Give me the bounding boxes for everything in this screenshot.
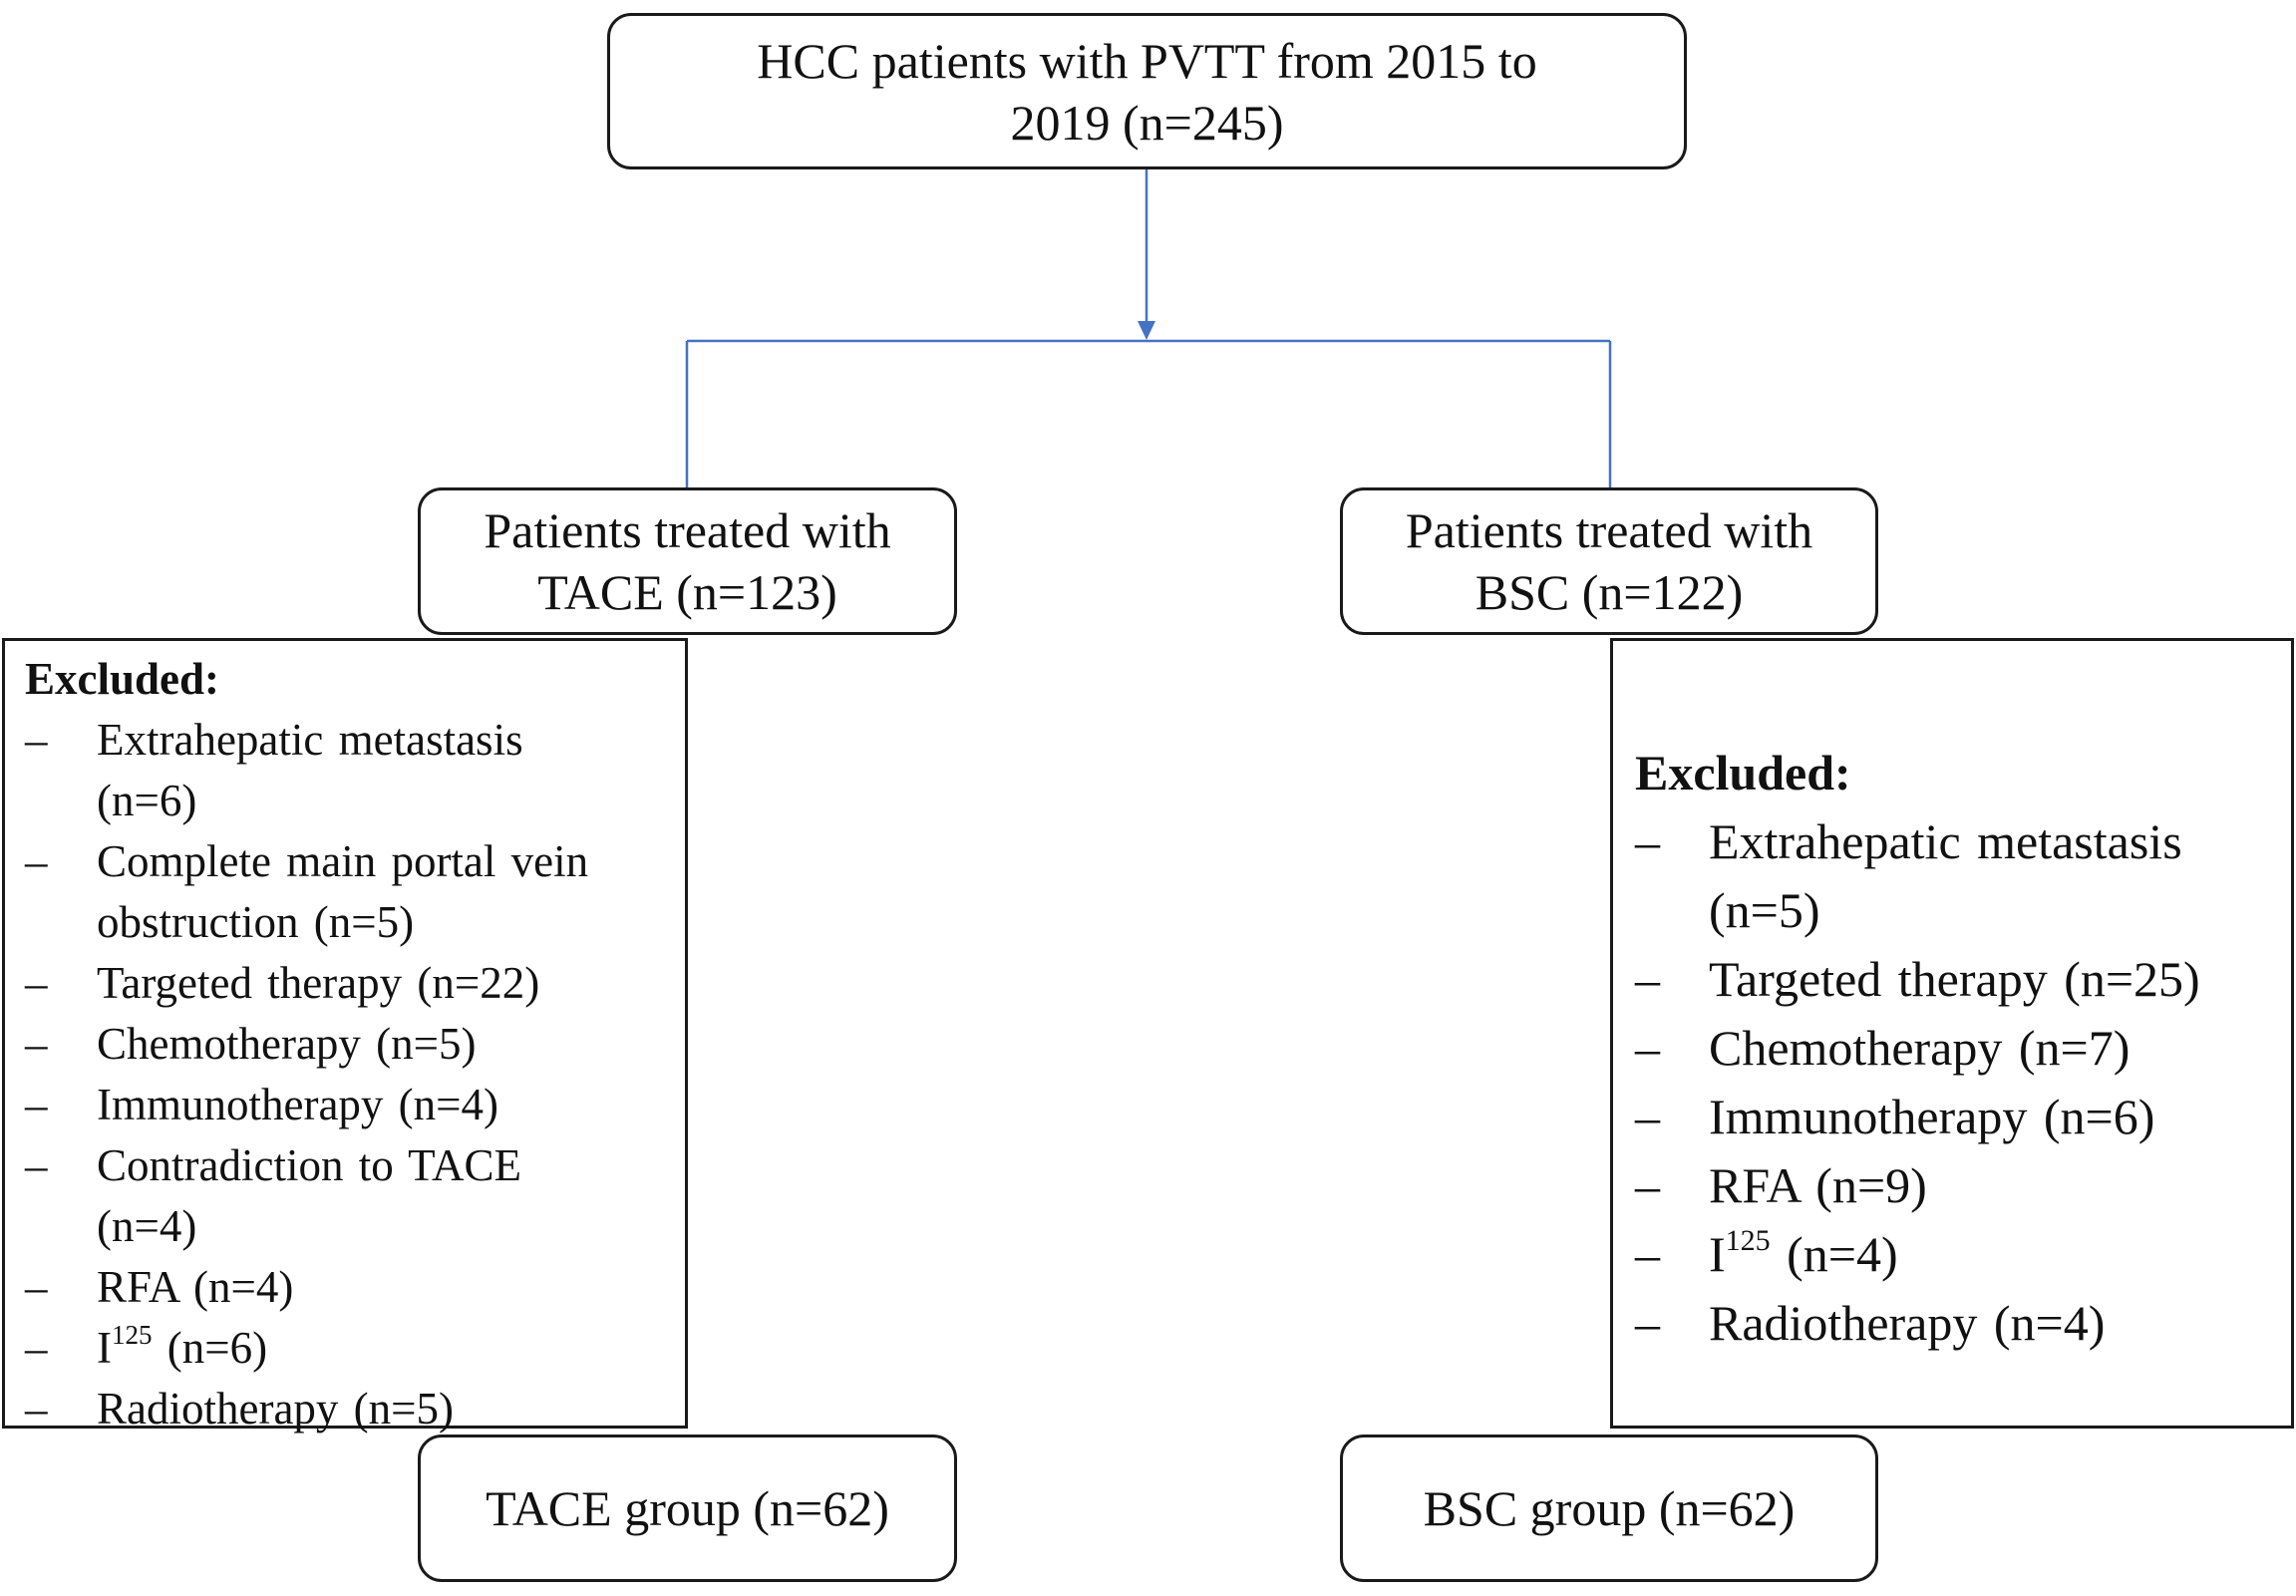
list-item: – I125 (n=4) xyxy=(1635,1220,2291,1289)
dash-bullet: – xyxy=(1635,1226,1660,1282)
box-bsc-treated-line2: BSC (n=122) xyxy=(1475,564,1744,620)
box-bsc-treated-line1: Patients treated with xyxy=(1405,502,1813,558)
list-item-text: Contradiction to TACE (n=4) xyxy=(97,1135,685,1257)
list-item: – RFA (n=9) xyxy=(1635,1151,2291,1220)
isotope-superscript: 125 xyxy=(1725,1224,1771,1257)
dash-bullet: – xyxy=(1635,1089,1660,1144)
box-tace-group-label: TACE group (n=62) xyxy=(486,1480,889,1536)
box-tace-treated-line2: TACE (n=123) xyxy=(537,564,837,620)
box-all-patients-line2: 2019 (n=245) xyxy=(1010,94,1284,151)
list-item-line: (n=5) xyxy=(1709,882,1820,938)
list-item-line: obstruction (n=5) xyxy=(97,897,415,947)
dash-bullet: – xyxy=(25,958,48,1008)
list-item-text: Radiotherapy (n=5) xyxy=(97,1384,455,1434)
list-item-text: Chemotherapy (n=7) xyxy=(1709,1020,2131,1076)
box-all-patients-line1: HCC patients with PVTT from 2015 to xyxy=(757,32,1537,89)
list-item-text: I125 (n=6) xyxy=(97,1318,685,1379)
dash-bullet: – xyxy=(25,1140,48,1190)
list-item-text: Chemotherapy (n=5) xyxy=(97,1019,477,1069)
list-item: – Chemotherapy (n=5) xyxy=(25,1014,685,1075)
iodine-symbol: I xyxy=(1709,1226,1726,1282)
item-count: (n=4) xyxy=(1770,1226,1898,1282)
box-tace-group: TACE group (n=62) xyxy=(418,1435,957,1582)
dash-bullet: – xyxy=(25,1262,48,1312)
list-item-line: (n=4) xyxy=(97,1201,197,1251)
excluded-box-bsc: Excluded: – Extrahepatic metastasis (n=5… xyxy=(1610,638,2294,1429)
list-item-text: I125 (n=4) xyxy=(1709,1220,2291,1289)
list-item: – Immunotherapy (n=4) xyxy=(25,1075,685,1135)
item-count: (n=6) xyxy=(152,1323,268,1373)
list-item: – Complete main portal vein obstruction … xyxy=(25,831,685,953)
box-bsc-treated: Patients treated with BSC (n=122) xyxy=(1340,487,1878,635)
list-item-line: Contradiction to TACE xyxy=(97,1140,522,1190)
list-item: – Radiotherapy (n=4) xyxy=(1635,1289,2291,1358)
list-item: – Targeted therapy (n=22) xyxy=(25,953,685,1014)
iodine-symbol: I xyxy=(97,1323,112,1373)
list-item-text: Targeted therapy (n=25) xyxy=(1709,951,2200,1007)
list-item-line: Extrahepatic metastasis xyxy=(1709,813,2182,869)
list-item-text: Targeted therapy (n=22) xyxy=(97,958,540,1008)
box-all-patients: HCC patients with PVTT from 2015 to 2019… xyxy=(607,13,1687,169)
list-item-line: Complete main portal vein xyxy=(97,836,589,886)
list-item: – Radiotherapy (n=5) xyxy=(25,1379,685,1439)
list-item: – Extrahepatic metastasis (n=6) xyxy=(25,710,685,831)
excluded-title: Excluded: xyxy=(25,654,220,704)
list-item: – Extrahepatic metastasis (n=5) xyxy=(1635,807,2291,945)
isotope-superscript: 125 xyxy=(112,1320,153,1351)
box-tace-treated: Patients treated with TACE (n=123) xyxy=(418,487,957,635)
excluded-title: Excluded: xyxy=(1635,745,1851,800)
excluded-list: – Extrahepatic metastasis (n=5) – Target… xyxy=(1635,807,2291,1358)
list-item: – I125 (n=6) xyxy=(25,1318,685,1379)
list-item: – Chemotherapy (n=7) xyxy=(1635,1014,2291,1083)
dash-bullet: – xyxy=(25,1323,48,1373)
dash-bullet: – xyxy=(1635,1157,1660,1213)
box-bsc-group: BSC group (n=62) xyxy=(1340,1435,1878,1582)
dash-bullet: – xyxy=(1635,813,1660,869)
dash-bullet: – xyxy=(25,836,48,886)
list-item: – Contradiction to TACE (n=4) xyxy=(25,1135,685,1257)
list-item-text: Immunotherapy (n=6) xyxy=(1709,1089,2155,1144)
list-item-text: RFA (n=4) xyxy=(97,1262,294,1312)
list-item: – RFA (n=4) xyxy=(25,1257,685,1318)
dash-bullet: – xyxy=(1635,951,1660,1007)
dash-bullet: – xyxy=(25,1384,48,1434)
excluded-list: – Extrahepatic metastasis (n=6) – Comple… xyxy=(25,710,685,1439)
list-item-line: Extrahepatic metastasis xyxy=(97,715,523,765)
list-item-text: Extrahepatic metastasis (n=5) xyxy=(1709,807,2291,945)
list-item-text: RFA (n=9) xyxy=(1709,1157,1927,1213)
dash-bullet: – xyxy=(1635,1020,1660,1076)
list-item-text: Radiotherapy (n=4) xyxy=(1709,1295,2106,1351)
list-item-text: Immunotherapy (n=4) xyxy=(97,1080,499,1129)
list-item: – Targeted therapy (n=25) xyxy=(1635,945,2291,1014)
dash-bullet: – xyxy=(25,1019,48,1069)
dash-bullet: – xyxy=(25,1080,48,1129)
arrow-head xyxy=(1138,321,1155,340)
dash-bullet: – xyxy=(25,715,48,765)
box-bsc-group-label: BSC group (n=62) xyxy=(1423,1480,1796,1536)
list-item: – Immunotherapy (n=6) xyxy=(1635,1083,2291,1151)
list-item-line: (n=6) xyxy=(97,776,197,825)
excluded-box-tace: Excluded: – Extrahepatic metastasis (n=6… xyxy=(2,638,688,1434)
list-item-text: Complete main portal vein obstruction (n… xyxy=(97,831,685,953)
dash-bullet: – xyxy=(1635,1295,1660,1351)
list-item-text: Extrahepatic metastasis (n=6) xyxy=(97,710,685,831)
box-tace-treated-line1: Patients treated with xyxy=(484,502,891,558)
